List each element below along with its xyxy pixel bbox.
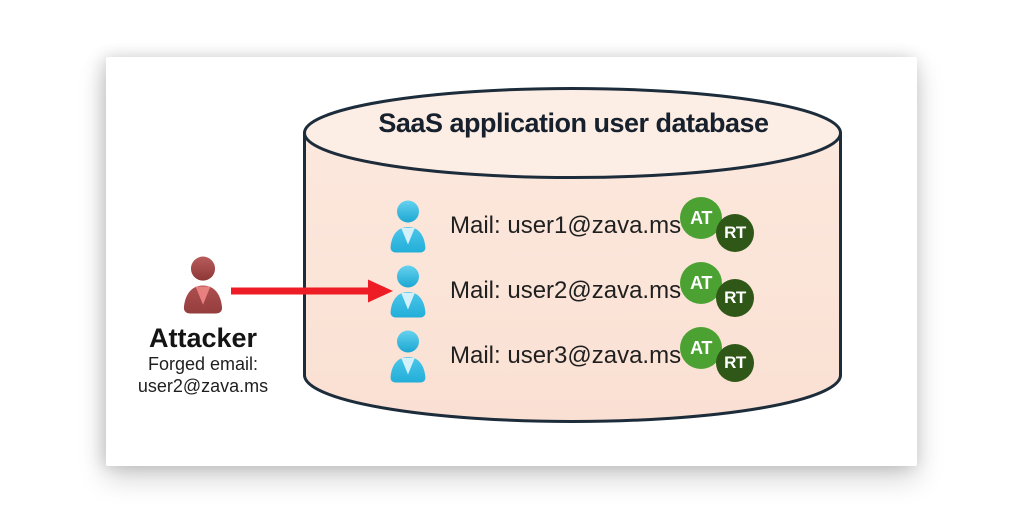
user-icon xyxy=(390,330,426,382)
refresh-token-badge: RT xyxy=(716,279,754,317)
attacker-label: Attacker xyxy=(148,323,258,353)
database-title: SaaS application user database xyxy=(378,108,769,138)
attacker-note-line1: Forged email: xyxy=(147,354,259,374)
access-token-badge: AT xyxy=(680,262,722,304)
access-token-badge: AT xyxy=(680,197,722,239)
attacker-icon xyxy=(183,256,223,314)
attacker-block: Attacker Forged email: user2@zava.ms xyxy=(103,256,303,397)
refresh-token-badge: RT xyxy=(716,344,754,382)
user2-mail-label: Mail: user2@zava.ms xyxy=(450,277,682,304)
refresh-token-badge: RT xyxy=(716,214,754,252)
attacker-note-line2: user2@zava.ms xyxy=(137,376,269,396)
user-row-3: Mail: user3@zava.ms AT RT xyxy=(388,326,758,386)
user-row-1: Mail: user1@zava.ms AT RT xyxy=(388,196,758,256)
attack-arrow-icon xyxy=(231,279,393,303)
user2-token-badges: AT RT xyxy=(680,261,758,321)
user-icon xyxy=(390,265,426,317)
user1-token-badges: AT RT xyxy=(680,196,758,256)
user3-mail-label: Mail: user3@zava.ms xyxy=(450,342,682,369)
user1-mail-label: Mail: user1@zava.ms xyxy=(450,212,682,239)
access-token-badge: AT xyxy=(680,327,722,369)
user-row-2: Mail: user2@zava.ms AT RT xyxy=(388,261,758,321)
user-icon xyxy=(390,200,426,252)
user3-token-badges: AT RT xyxy=(680,326,758,386)
